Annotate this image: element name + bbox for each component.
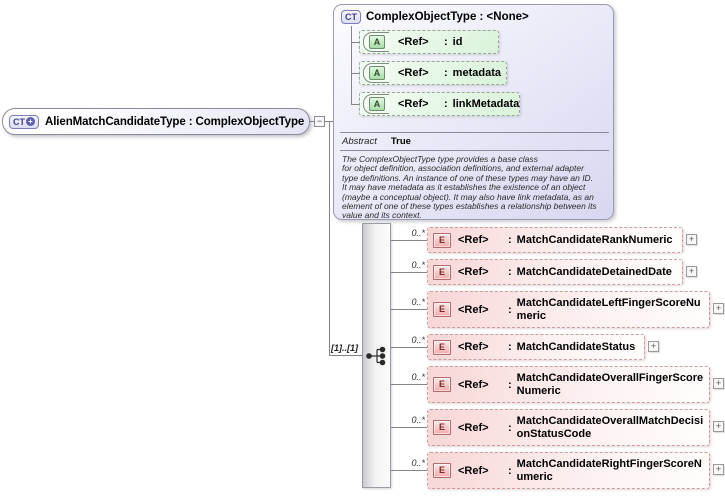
ref-label: <Ref> — [398, 67, 429, 79]
base-type-header: CT ComplexObjectType : <None> — [341, 10, 529, 24]
colon-separator: : — [508, 266, 512, 278]
element-name: MatchCandidateStatus — [516, 340, 636, 353]
element-icon: E — [433, 463, 451, 478]
element-icon: E — [433, 302, 451, 317]
cardinality-label: 0..* — [411, 297, 425, 307]
expand-button[interactable]: + — [713, 378, 724, 389]
colon-separator: : — [508, 303, 512, 316]
sequence-icon[interactable] — [365, 346, 389, 371]
attribute-name: id — [452, 36, 463, 48]
connector-line — [351, 26, 352, 104]
expand-button[interactable]: + — [713, 303, 724, 314]
connector-line — [351, 73, 359, 74]
abstract-label: Abstract — [342, 136, 377, 147]
ref-label: <Ref> — [458, 341, 489, 353]
element-name: MatchCandidateOverallMatchDecisi onStatu… — [516, 415, 704, 440]
complex-type-icon: CT — [341, 10, 361, 24]
colon-separator: : — [444, 98, 448, 110]
attribute-name: metadata — [452, 67, 501, 79]
attribute-row-metadata[interactable]: A <Ref> : metadata — [359, 61, 507, 85]
element-icon: E — [433, 420, 451, 435]
divider — [340, 132, 609, 133]
type-annotation-text: The ComplexObjectType type provides a ba… — [342, 154, 597, 221]
attribute-icon: A — [369, 35, 385, 49]
connector-line — [391, 384, 427, 385]
element-row-matchcandidateranknumeric[interactable]: E <Ref> : MatchCandidateRankNumeric — [427, 227, 683, 253]
element-row-matchcandidateoverallfingerscorenumeric[interactable]: E <Ref> : MatchCandidateOverallFingerSco… — [427, 366, 710, 403]
expand-button[interactable]: + — [686, 266, 697, 277]
ref-label: <Ref> — [398, 36, 429, 48]
element-name: MatchCandidateDetainedDate — [516, 265, 672, 278]
root-element-box[interactable]: CT+ AlienMatchCandidateType : ComplexObj… — [2, 108, 310, 135]
base-type-box[interactable]: CT ComplexObjectType : <None> A <Ref> : … — [333, 4, 614, 220]
element-row-matchcandidatestatus[interactable]: E <Ref> : MatchCandidateStatus — [427, 334, 645, 360]
colon-separator: : — [508, 378, 512, 391]
abstract-row: Abstract True — [342, 136, 411, 147]
connector-line — [391, 470, 427, 471]
connector-line — [329, 121, 330, 355]
colon-separator: : — [508, 341, 512, 353]
attribute-tag: A — [363, 94, 389, 114]
ref-label: <Ref> — [458, 421, 489, 434]
connector-line — [351, 104, 359, 105]
divider — [340, 150, 609, 151]
ref-label: <Ref> — [458, 266, 489, 278]
colon-separator: : — [508, 234, 512, 246]
plus-circle-icon: + — [26, 117, 35, 126]
element-icon: E — [433, 264, 451, 280]
attribute-icon: A — [369, 97, 385, 111]
connector-line — [329, 355, 362, 356]
element-name: MatchCandidateLeftFingerScoreNu meric — [516, 297, 701, 322]
ref-label: <Ref> — [458, 303, 489, 316]
colon-separator: : — [444, 36, 448, 48]
cardinality-label: 0..* — [411, 372, 425, 382]
model-cardinality-label: [1]..[1] — [331, 343, 358, 353]
complex-type-icon: CT+ — [9, 114, 39, 129]
root-element-label: AlienMatchCandidateType : ComplexObjectT… — [45, 115, 305, 128]
connector-line — [391, 240, 427, 241]
ref-label: <Ref> — [458, 378, 489, 391]
element-icon: E — [433, 232, 451, 248]
abstract-value: True — [390, 136, 411, 147]
expand-button[interactable]: + — [648, 341, 659, 352]
element-row-matchcandidaterightfingerscorenumeric[interactable]: E <Ref> : MatchCandidateRightFingerScore… — [427, 452, 710, 489]
attribute-icon: A — [369, 66, 385, 80]
connector-line — [391, 309, 427, 310]
cardinality-label: 0..* — [411, 415, 425, 425]
cardinality-label: 0..* — [411, 228, 425, 238]
element-icon: E — [433, 339, 451, 355]
attribute-name: linkMetadata — [452, 98, 520, 110]
expand-button[interactable]: + — [713, 421, 724, 432]
element-row-matchcandidateoverallmatchdecisionstatuscode[interactable]: E <Ref> : MatchCandidateOverallMatchDeci… — [427, 409, 710, 446]
cardinality-label: 0..* — [411, 458, 425, 468]
base-type-title: ComplexObjectType : <None> — [366, 11, 529, 23]
ref-label: <Ref> — [458, 464, 489, 477]
element-name: MatchCandidateRankNumeric — [516, 233, 673, 246]
attribute-tag: A — [363, 63, 389, 83]
colon-separator: : — [508, 421, 512, 434]
connector-line — [391, 272, 427, 273]
cardinality-label: 0..* — [411, 335, 425, 345]
element-row-matchcandidatedetaineddate[interactable]: E <Ref> : MatchCandidateDetainedDate — [427, 259, 683, 285]
ref-label: <Ref> — [458, 234, 489, 246]
expand-button[interactable]: + — [686, 234, 697, 245]
attribute-tag: A — [363, 32, 389, 52]
collapse-toggle[interactable]: − — [314, 116, 325, 127]
colon-separator: : — [508, 464, 512, 477]
connector-line — [351, 42, 359, 43]
connector-line — [391, 427, 427, 428]
element-name: MatchCandidateOverallFingerScore Numeric — [516, 372, 704, 397]
expand-button[interactable]: + — [713, 464, 724, 475]
connector-line — [391, 347, 427, 348]
colon-separator: : — [444, 67, 448, 79]
attribute-row-linkmetadata[interactable]: A <Ref> : linkMetadata — [359, 92, 520, 116]
element-name: MatchCandidateRightFingerScoreN umeric — [516, 458, 702, 483]
attribute-row-id[interactable]: A <Ref> : id — [359, 30, 499, 54]
ref-label: <Ref> — [398, 98, 429, 110]
cardinality-label: 0..* — [411, 260, 425, 270]
element-row-matchcandidateleftfingerscorenumeric[interactable]: E <Ref> : MatchCandidateLeftFingerScoreN… — [427, 291, 710, 328]
element-icon: E — [433, 377, 451, 392]
